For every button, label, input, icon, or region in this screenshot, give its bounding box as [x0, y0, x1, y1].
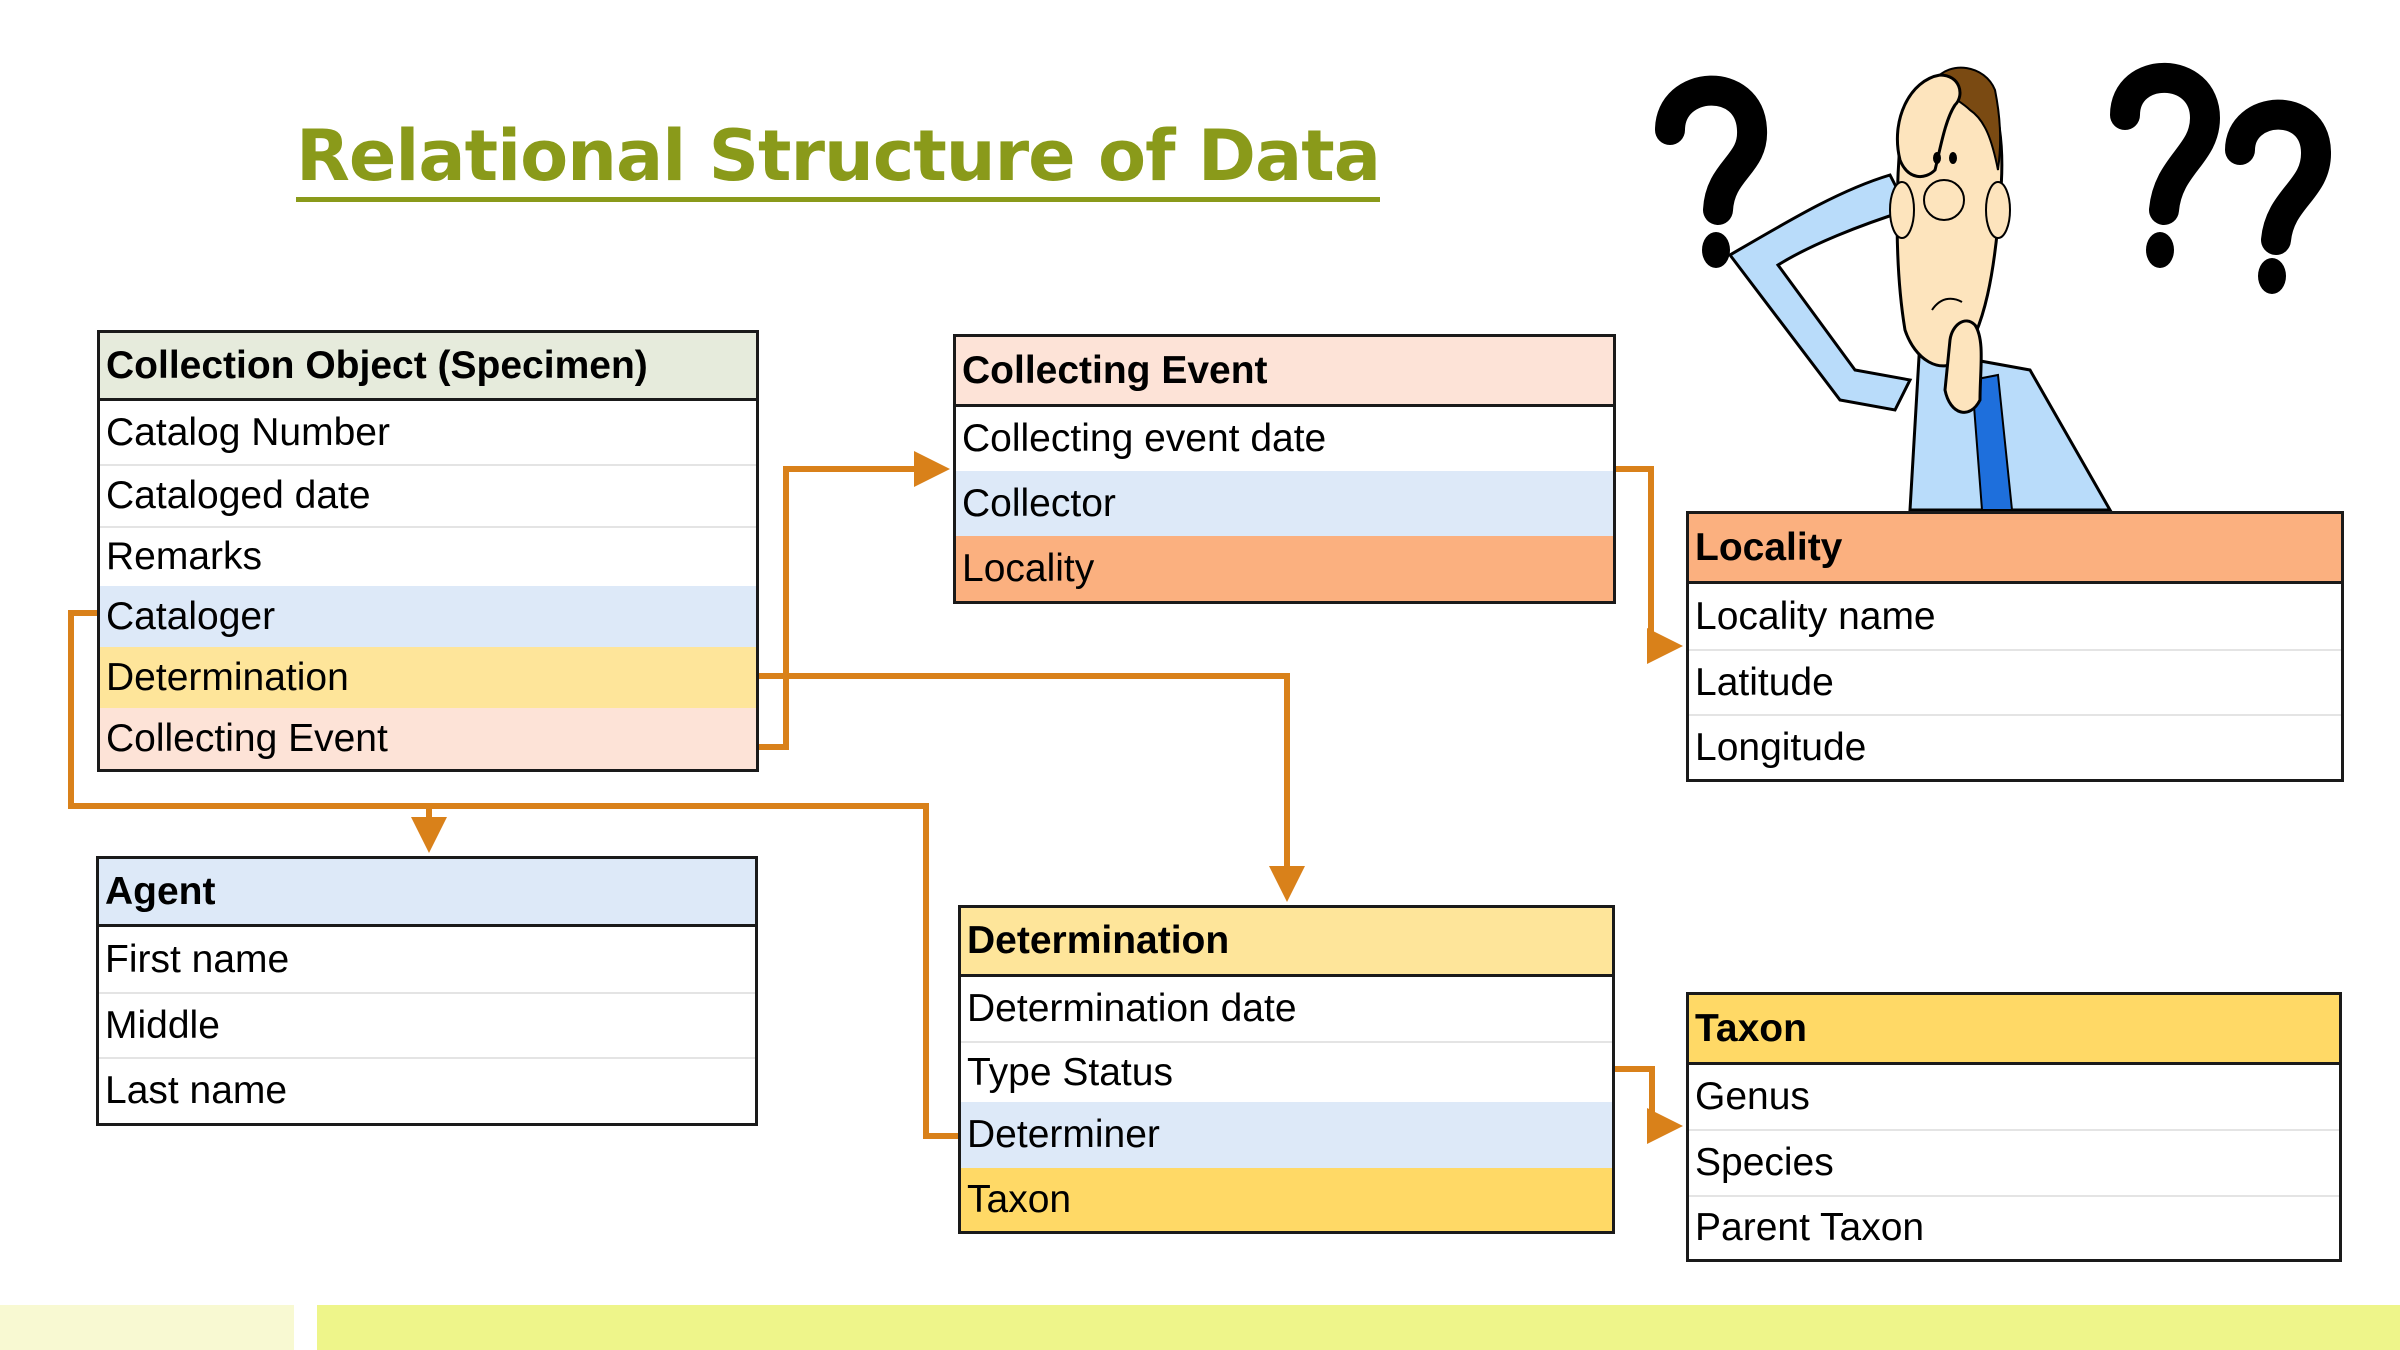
field-parent-taxon: Parent Taxon: [1689, 1195, 2339, 1259]
connector-specimen-to-collecting-event: [759, 451, 950, 750]
table-taxon: Taxon Genus Species Parent Taxon: [1686, 992, 2342, 1262]
connector-determination-to-taxon: [1615, 1066, 1683, 1144]
question-mark-icon: [2110, 62, 2221, 268]
field-determiner: Determiner: [961, 1102, 1612, 1168]
field-type-status: Type Status: [961, 1041, 1612, 1102]
field-locality-name: Locality name: [1695, 594, 1936, 638]
field-species: Species: [1689, 1129, 2339, 1195]
field-collector: Collector: [956, 471, 1613, 536]
table-header: Taxon: [1689, 995, 2339, 1065]
slide-title: Relational Structure of Data: [296, 118, 1381, 202]
field-cataloged-date: Cataloged date: [100, 464, 756, 526]
table-header: Determination: [961, 908, 1612, 977]
connector-cataloger-to-agent: [68, 610, 958, 1139]
field-determination-date: Determination date: [967, 987, 1297, 1030]
table-collection-object: Collection Object (Specimen) Catalog Num…: [97, 330, 759, 772]
field-collecting-event-date: Collecting event date: [962, 417, 1327, 460]
table-agent: Agent First name Middle Last name: [96, 856, 758, 1126]
field-first-name: First name: [105, 937, 290, 981]
table-locality: Locality Locality name Latitude Longitud…: [1686, 511, 2344, 782]
footer-bar-left: [0, 1305, 294, 1350]
field-cataloger: Cataloger: [100, 586, 756, 647]
footer-bar-right: [317, 1305, 2400, 1350]
field-genus: Genus: [1695, 1075, 1810, 1118]
field-determination: Determination: [100, 647, 756, 708]
table-header: Locality: [1689, 514, 2341, 584]
table-header: Agent: [99, 859, 755, 927]
table-header: Collecting Event: [956, 337, 1613, 407]
question-mark-icon: [2225, 99, 2331, 294]
field-catalog-number: Catalog Number: [106, 410, 390, 454]
field-collecting-event: Collecting Event: [100, 708, 756, 769]
field-taxon: Taxon: [961, 1168, 1612, 1231]
connector-collecting-event-to-locality: [1616, 466, 1683, 664]
table-determination: Determination Determination date Type St…: [958, 905, 1615, 1234]
field-locality: Locality: [956, 536, 1613, 601]
question-mark-icon: [1655, 75, 1767, 268]
connector-specimen-to-determination: [759, 673, 1305, 902]
table-collecting-event: Collecting Event Collecting event date C…: [953, 334, 1616, 604]
field-remarks: Remarks: [100, 526, 756, 586]
field-last-name: Last name: [99, 1057, 755, 1123]
field-latitude: Latitude: [1689, 649, 2341, 714]
table-header: Collection Object (Specimen): [100, 333, 756, 401]
field-longitude: Longitude: [1689, 714, 2341, 779]
field-middle: Middle: [99, 992, 755, 1057]
confused-man-illustration: [1655, 62, 2331, 512]
